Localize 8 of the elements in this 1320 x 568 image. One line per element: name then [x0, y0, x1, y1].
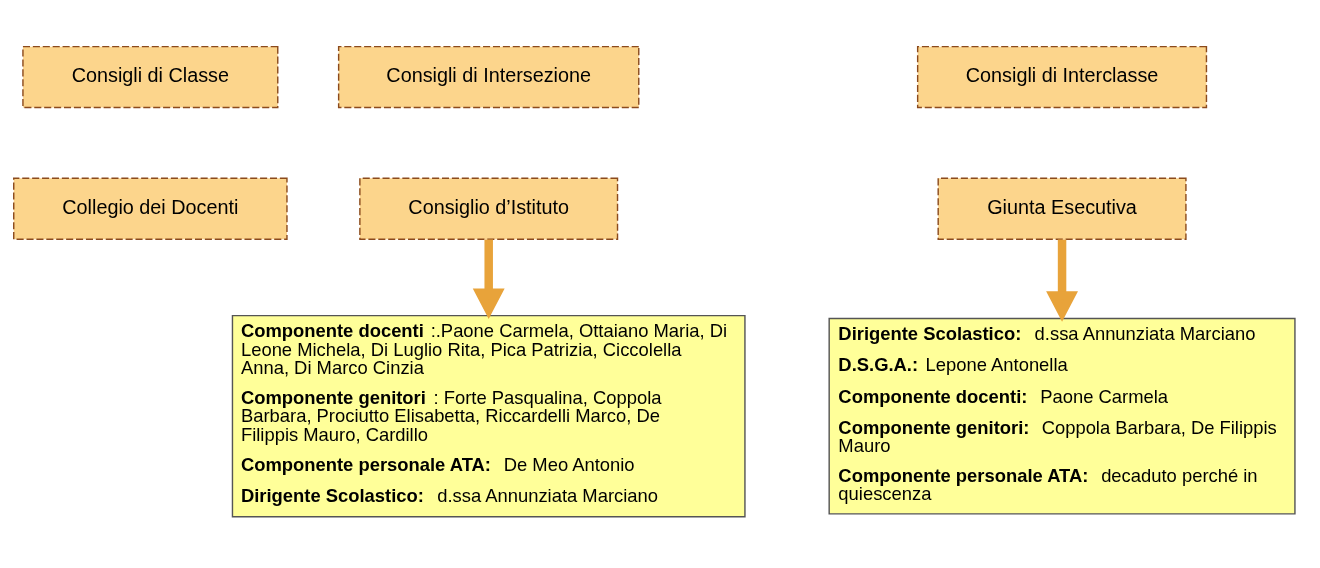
node-box: Giunta Esecutiva — [937, 177, 1187, 240]
node-box: Consiglio d’Istituto — [359, 177, 619, 240]
arrow — [472, 239, 505, 319]
node-box: Consigli di Classe — [22, 45, 279, 108]
node-box: Collegio dei Docenti — [13, 177, 288, 240]
node-box: Consigli di Intersezione — [337, 45, 640, 108]
node-box: Consigli di Interclasse — [916, 45, 1208, 108]
arrow — [1046, 239, 1078, 322]
